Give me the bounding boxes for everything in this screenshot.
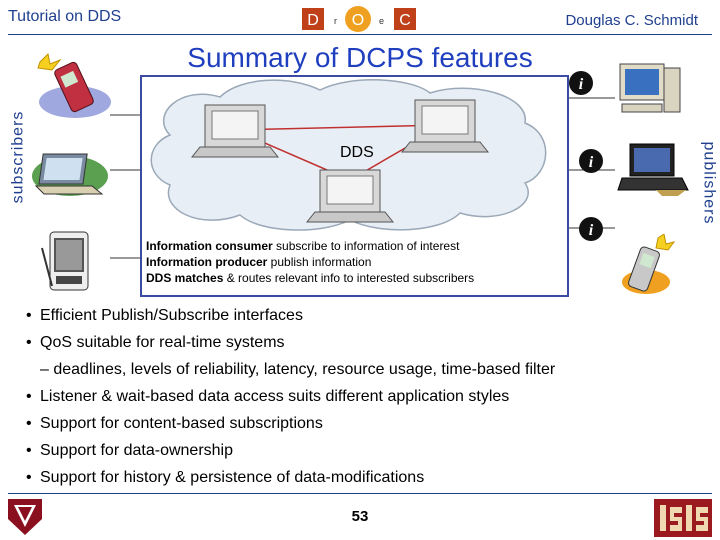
node-terminal-left-icon (190, 104, 280, 158)
node-terminal-bottom-icon (305, 169, 395, 223)
info-icon: i (579, 149, 603, 173)
desktop-computer-icon (619, 63, 681, 113)
footer-divider (8, 493, 712, 494)
dcps-info-text: Information consumer subscribe to inform… (146, 238, 474, 286)
cell-phone-icon (37, 52, 111, 118)
header-right-text: Douglas C. Schmidt (565, 12, 698, 29)
pda-icon (41, 231, 89, 291)
info-line-producer: Information producer publish information (146, 255, 372, 269)
svg-text:i: i (579, 76, 584, 93)
notebook-icon (617, 143, 689, 196)
info-icon: i (579, 217, 603, 241)
svg-text:D: D (307, 12, 319, 29)
page-number: 53 (351, 508, 369, 525)
feature-item: Efficient Publish/Subscribe interfaces (26, 302, 555, 329)
slide-title: Summary of DCPS features (187, 42, 533, 73)
svg-text:i: i (589, 154, 594, 171)
doc-logo: D r O e C (302, 6, 416, 32)
header-left-text: Tutorial on DDS (8, 8, 122, 25)
feature-item: Support for content-based subscriptions (26, 410, 555, 437)
laptop-icon (32, 153, 108, 196)
header-divider (8, 34, 712, 35)
svg-text:O: O (352, 12, 364, 29)
feature-item: Support for history & persistence of dat… (26, 464, 555, 491)
info-icon: i (569, 71, 593, 95)
feature-item: Support for data-ownership (26, 437, 555, 464)
svg-text:e: e (379, 16, 384, 26)
feature-item: Listener & wait-based data access suits … (26, 383, 555, 410)
node-terminal-right-icon (400, 99, 490, 153)
feature-item: QoS suitable for real-time systems (26, 329, 555, 356)
svg-text:C: C (399, 12, 411, 29)
info-line-consumer: Information consumer subscribe to inform… (146, 239, 460, 253)
info-line-matching: DDS matches & routes relevant info to in… (146, 271, 475, 285)
vanderbilt-logo (8, 499, 42, 535)
mobile-phone-icon (622, 234, 676, 294)
feature-subitem: – deadlines, levels of reliability, late… (40, 361, 556, 378)
svg-text:r: r (334, 16, 337, 26)
dds-cloud-label: DDS (340, 144, 374, 161)
feature-list: Efficient Publish/Subscribe interfaces Q… (26, 302, 555, 491)
isis-logo (654, 499, 712, 537)
dds-cloud (150, 79, 547, 231)
svg-text:i: i (589, 222, 594, 239)
